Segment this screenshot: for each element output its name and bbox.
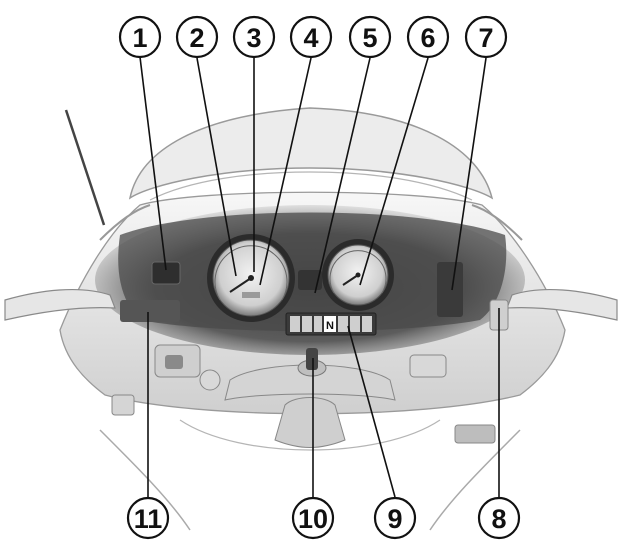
tachometer bbox=[322, 239, 394, 311]
callout-8: 8 bbox=[479, 498, 519, 538]
svg-text:3: 3 bbox=[246, 23, 261, 53]
svg-text:2: 2 bbox=[189, 23, 204, 53]
svg-text:11: 11 bbox=[134, 504, 163, 534]
callout-2: 2 bbox=[177, 17, 217, 57]
callout-3: 3 bbox=[234, 17, 274, 57]
svg-text:4: 4 bbox=[303, 23, 318, 53]
callout-10: 10 bbox=[293, 498, 333, 538]
svg-text:10: 10 bbox=[298, 504, 328, 534]
callout-7: 7 bbox=[466, 17, 506, 57]
svg-text:5: 5 bbox=[362, 23, 377, 53]
svg-text:8: 8 bbox=[491, 504, 506, 534]
antenna bbox=[66, 110, 104, 225]
callout-1: 1 bbox=[120, 17, 160, 57]
callout-5: 5 bbox=[350, 17, 390, 57]
indicator-light-panel: N bbox=[286, 313, 376, 335]
svg-text:1: 1 bbox=[132, 23, 147, 53]
windscreen bbox=[130, 108, 492, 198]
callout-11: 11 bbox=[128, 498, 168, 538]
callout-4: 4 bbox=[291, 17, 331, 57]
neutral-indicator-label: N bbox=[326, 320, 334, 332]
callout-6: 6 bbox=[408, 17, 448, 57]
callout-9: 9 bbox=[375, 498, 415, 538]
speedometer bbox=[207, 234, 295, 322]
svg-text:6: 6 bbox=[420, 23, 435, 53]
svg-text:7: 7 bbox=[478, 23, 493, 53]
svg-text:9: 9 bbox=[387, 504, 402, 534]
